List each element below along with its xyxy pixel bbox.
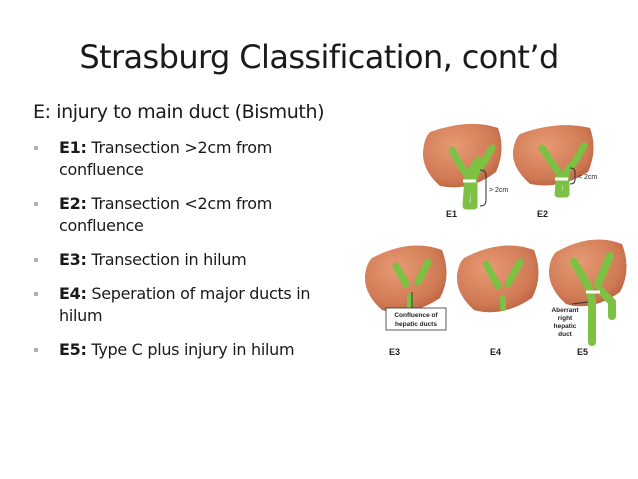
bracket-e2 <box>569 167 576 185</box>
bracket-e1 <box>479 169 487 207</box>
bullet-code: E5: <box>59 340 87 359</box>
duct-e1 <box>448 144 496 210</box>
bullet-marker <box>34 146 38 150</box>
bullet-text: Transection in hilum <box>86 250 247 269</box>
panel-e1: > 2cm E1 <box>422 123 508 219</box>
bullet-item-e1: E1: Transection >2cm from confluence <box>34 137 354 181</box>
bullet-marker <box>34 202 38 206</box>
bullet-item-e5: E5: Type C plus injury in hilum <box>34 339 354 361</box>
duct-e4 <box>482 258 524 290</box>
label-e2: E2 <box>537 209 548 219</box>
liver-e2 <box>512 125 594 186</box>
bullet-marker <box>34 348 38 352</box>
bullet-item-e2: E2: Transection <2cm from confluence <box>34 193 354 237</box>
pointer-line-e5 <box>571 301 589 305</box>
bullet-text: Type C plus injury in hilum <box>86 340 295 359</box>
label-gt2cm: > 2cm <box>489 187 508 194</box>
label-e4: E4 <box>490 347 501 357</box>
label-aberrant-1: Aberrant <box>551 307 579 314</box>
slide-title: Strasburg Classification, cont’d <box>79 38 559 76</box>
duct-e2 <box>538 142 588 198</box>
label-aberrant-2: right <box>558 315 573 322</box>
liver-e1 <box>422 123 502 188</box>
bullet-code: E2: <box>59 194 87 213</box>
panel-e3: Confluence of hepatic ducts E3 <box>364 245 447 357</box>
label-e5: E5 <box>577 347 588 357</box>
label-confluence-1: Confluence of <box>394 312 438 319</box>
bullet-item-e3: E3: Transection in hilum <box>34 249 354 271</box>
label-e1: E1 <box>446 209 457 219</box>
confluence-label-box <box>385 307 447 331</box>
bullet-text: Seperation of major ducts in hilum <box>59 284 311 325</box>
bullet-marker <box>34 258 38 262</box>
panel-e4: E4 <box>456 245 539 357</box>
duct-e3 <box>392 258 432 288</box>
bullet-text: Transection >2cm from confluence <box>59 138 272 179</box>
label-confluence-2: hepatic ducts <box>395 321 437 328</box>
panel-e5: Aberrant right hepatic duct E5 <box>548 239 627 357</box>
label-e3: E3 <box>389 347 400 357</box>
bullet-code: E4: <box>59 284 87 303</box>
label-aberrant-4: duct <box>558 331 573 338</box>
bullet-code: E1: <box>59 138 87 157</box>
bullet-list: E1: Transection >2cm from confluence E2:… <box>34 137 354 373</box>
bullet-text: Transection <2cm from confluence <box>59 194 272 235</box>
label-aberrant-3: hepatic <box>554 323 577 330</box>
bullet-code: E3: <box>59 250 87 269</box>
bullet-marker <box>34 292 38 296</box>
slide-subtitle: E: injury to main duct (Bismuth) <box>33 101 325 123</box>
bullet-item-e4: E4: Seperation of major ducts in hilum <box>34 283 354 327</box>
panel-e2: < 2cm E2 <box>512 125 597 219</box>
label-lt2cm: < 2cm <box>578 174 597 181</box>
